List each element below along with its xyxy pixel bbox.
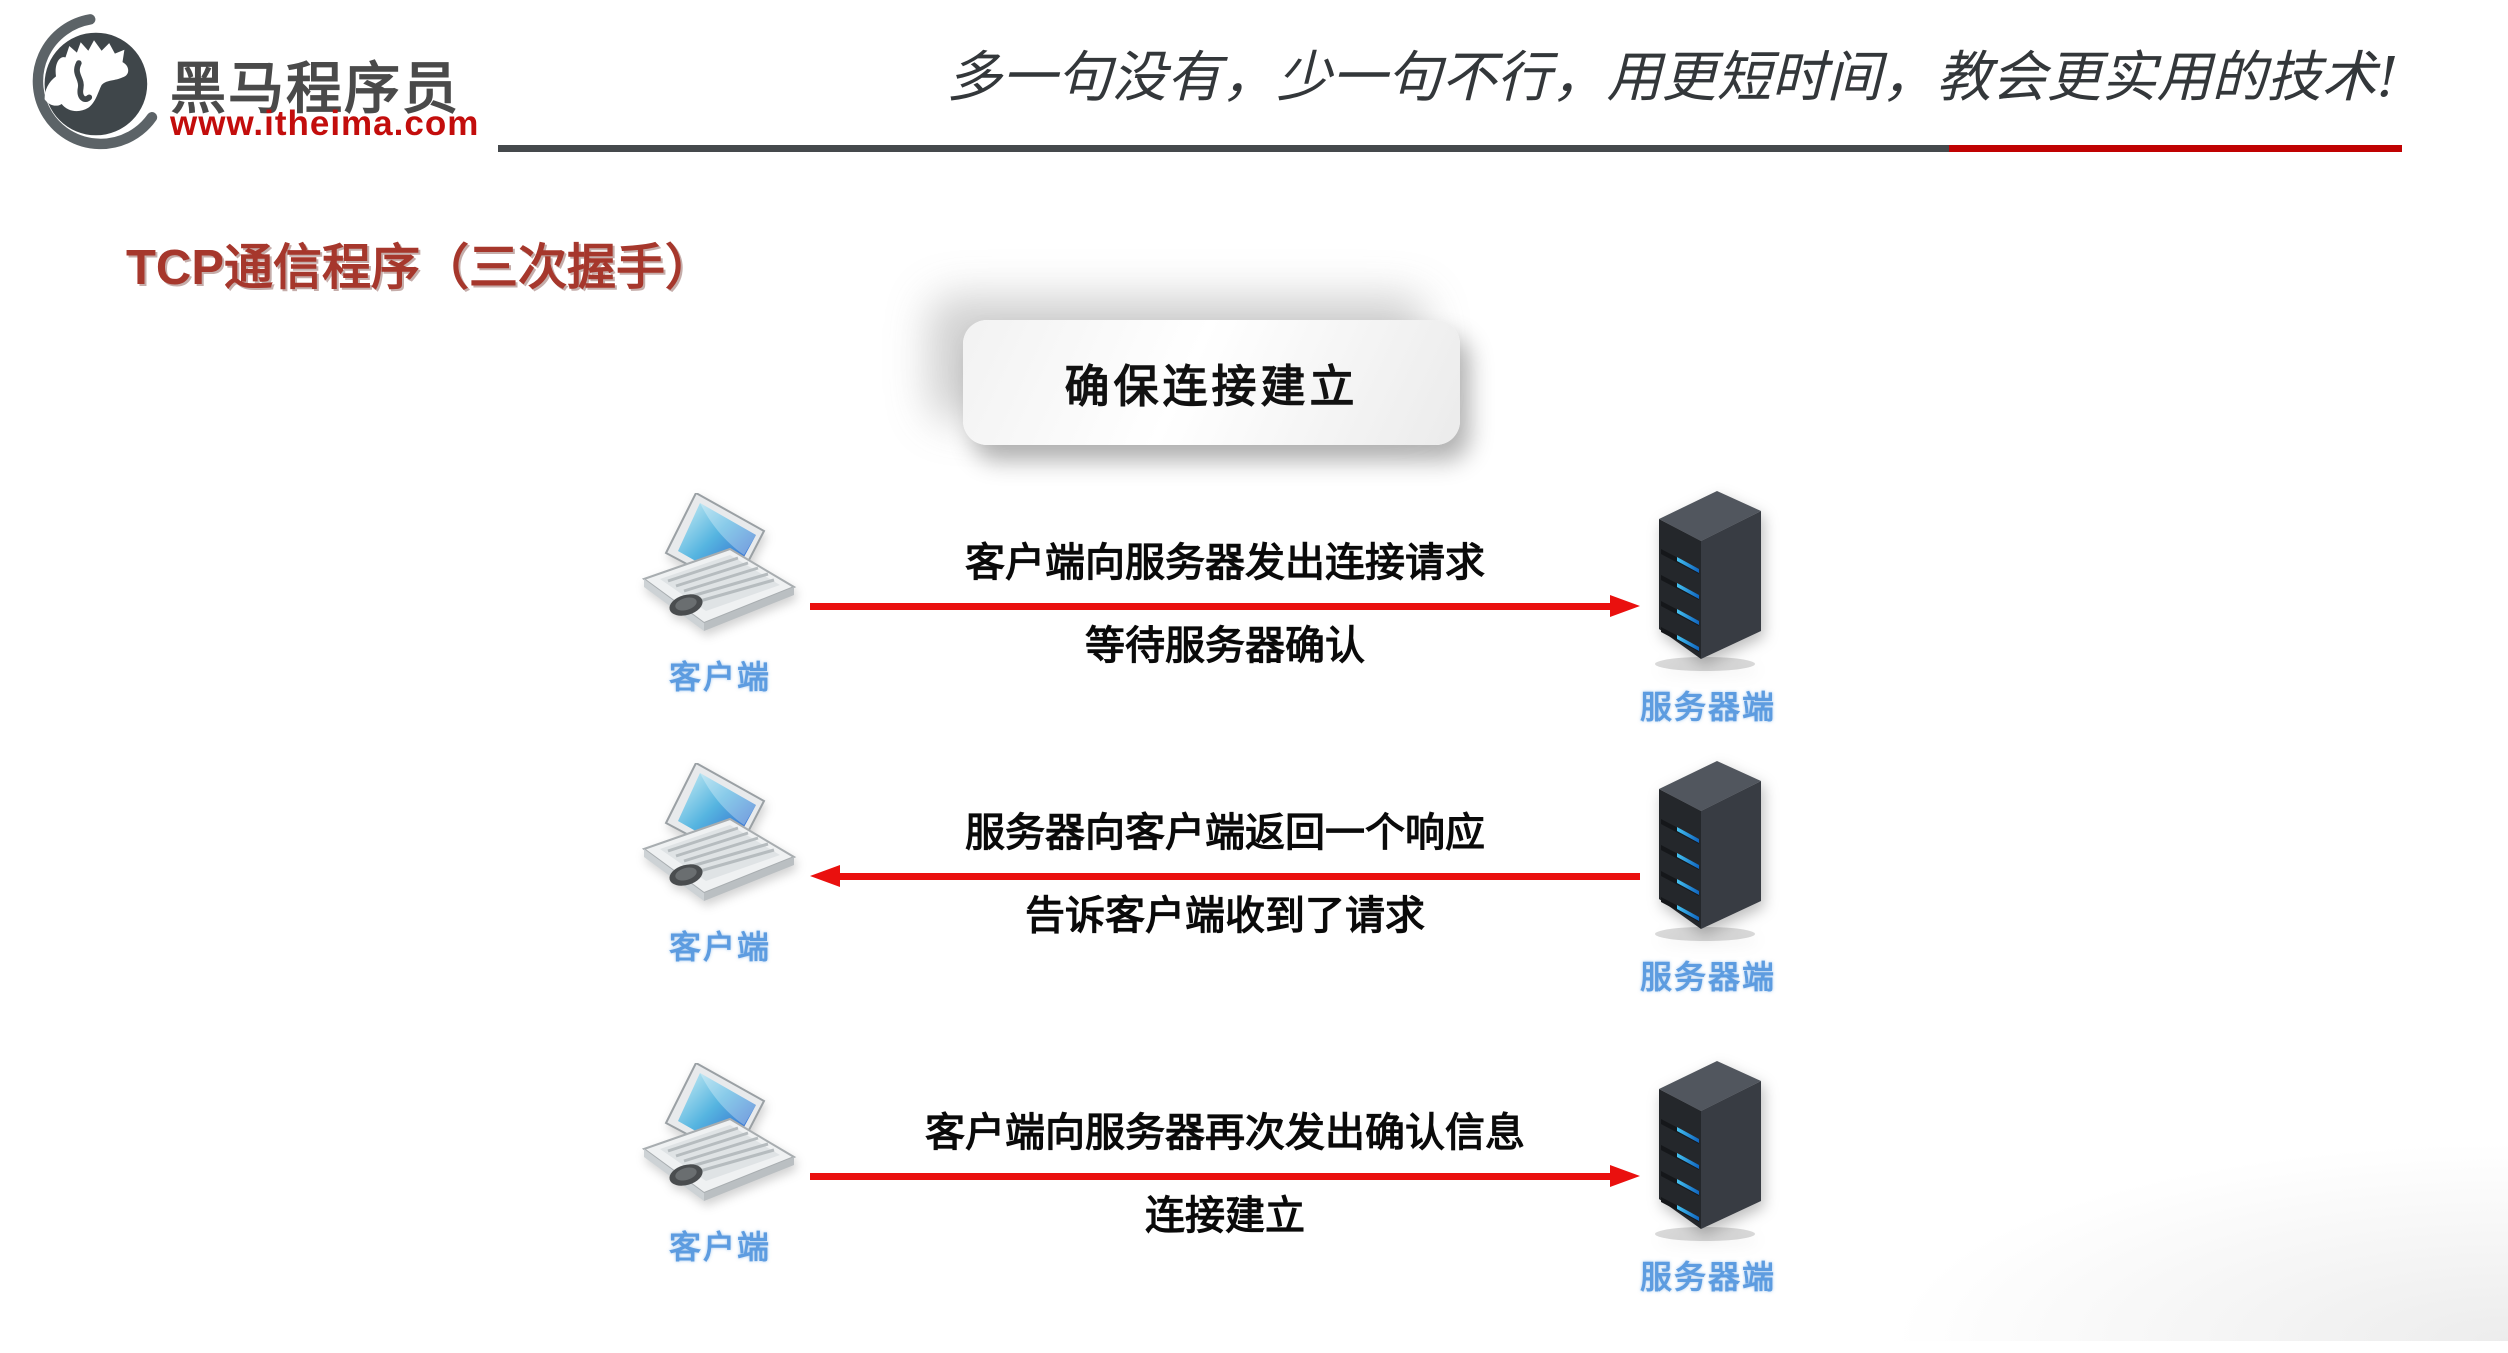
message-line-2: 等待服务器确认: [1085, 624, 1365, 668]
server-device: 服务器端: [1618, 483, 1798, 728]
server-icon: [1655, 761, 1761, 941]
horse-logo-icon: [32, 14, 158, 150]
arrow-shaft: [810, 603, 1614, 610]
message-line-2: 告诉客户端收到了请求: [1025, 894, 1425, 938]
arrow-head-icon: [1610, 595, 1640, 617]
header-divider: [498, 145, 2402, 152]
laptop-icon: [641, 491, 797, 631]
message-arrow: [810, 1165, 1640, 1188]
handshake-row: 客户端 客户端向服务器发出连接请求 等待服务器确认: [630, 483, 1900, 783]
handshake-row: 客户端 客户端向服务器再次发出确认信息 连接建立: [630, 1053, 1900, 1353]
laptop-icon: [641, 1061, 797, 1201]
arrow-shaft: [810, 1173, 1614, 1180]
arrow-shaft: [836, 873, 1640, 880]
client-label: 客户端: [668, 1229, 771, 1265]
arrow-head-icon: [810, 865, 840, 887]
arrow-head-icon: [1610, 1165, 1640, 1187]
message-arrow: [810, 595, 1640, 618]
server-icon: [1655, 1061, 1761, 1241]
banner-label: 确保连接建立: [1064, 361, 1359, 412]
laptop-icon: [641, 761, 797, 901]
message-line-1: 服务器向客户端返回一个响应: [965, 811, 1485, 855]
message-block: 客户端向服务器再次发出确认信息 连接建立: [810, 1109, 1640, 1240]
client-device: 客户端: [630, 491, 810, 698]
client-label: 客户端: [668, 929, 771, 965]
server-label: 服务器端: [1639, 689, 1776, 725]
message-line-1: 客户端向服务器发出连接请求: [965, 541, 1485, 585]
handshake-row: 客户端 服务器向客户端返回一个响应 告诉客户端收到了请求: [630, 753, 1900, 1053]
message-block: 客户端向服务器发出连接请求 等待服务器确认: [810, 539, 1640, 670]
server-icon: [1655, 491, 1761, 671]
page-title: TCP通信程序（三次握手）: [126, 241, 715, 295]
server-device: 服务器端: [1618, 1053, 1798, 1298]
banner-box: 确保连接建立: [963, 320, 1460, 445]
message-arrow: [810, 865, 1640, 888]
site-url: www.itheima.com: [170, 104, 480, 143]
corner-shade: [1888, 1141, 2508, 1341]
slogan-text: 多一句没有，少一句不行，用更短时间，教会更实用的技术!: [946, 45, 2399, 109]
client-device: 客户端: [630, 1061, 810, 1268]
brand-name: 黑马程序员: [170, 57, 460, 120]
server-device: 服务器端: [1618, 753, 1798, 998]
message-line-2: 连接建立: [1145, 1194, 1305, 1238]
client-device: 客户端: [630, 761, 810, 968]
server-label: 服务器端: [1639, 1259, 1776, 1295]
server-label: 服务器端: [1639, 959, 1776, 995]
client-label: 客户端: [668, 659, 771, 695]
message-line-1: 客户端向服务器再次发出确认信息: [925, 1111, 1525, 1155]
message-block: 服务器向客户端返回一个响应 告诉客户端收到了请求: [810, 809, 1640, 940]
